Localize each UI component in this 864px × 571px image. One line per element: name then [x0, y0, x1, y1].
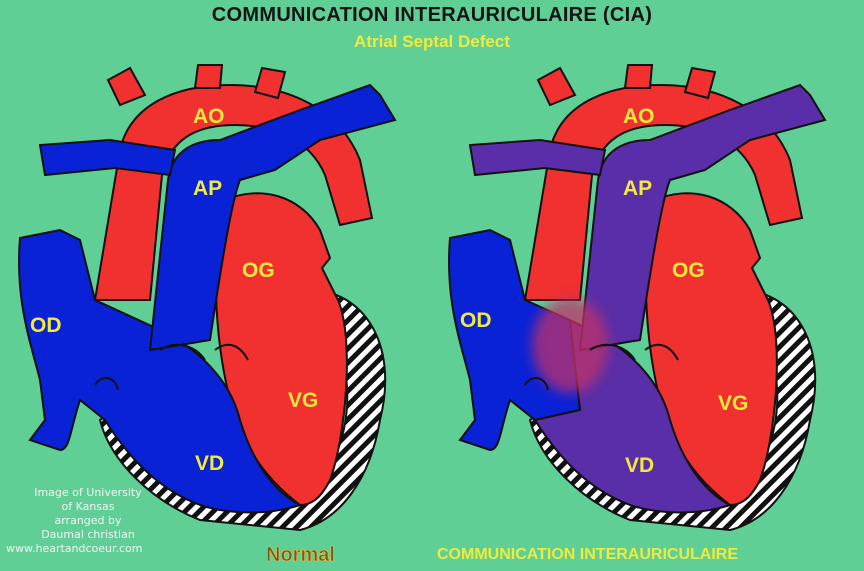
aorta-branch-1 [108, 68, 145, 105]
credit-line: Daumal christian [8, 528, 168, 542]
aorta-branch-1 [538, 68, 575, 105]
label-ao: AO [193, 105, 225, 128]
label-og: OG [242, 259, 275, 282]
page-subtitle: Atrial Septal Defect [0, 32, 864, 52]
label-vd: VD [195, 452, 224, 475]
label-ao: AO [623, 105, 655, 128]
label-vg: VG [718, 392, 748, 415]
page-title: COMMUNICATION INTERAURICULAIRE (CIA) [0, 4, 864, 27]
label-od: OD [30, 314, 62, 337]
label-ap: AP [193, 177, 222, 200]
label-vd: VD [625, 454, 654, 477]
label-ap: AP [623, 177, 652, 200]
aorta-branch-2 [195, 65, 222, 88]
heart-cia: AO AP OG OD VG VD [449, 65, 825, 530]
credit-line: of Kansas [8, 500, 168, 514]
septal-defect-shunt [532, 297, 608, 393]
caption-cia: COMMUNICATION INTERAURICULAIRE [437, 546, 864, 564]
caption-normal: Normal [266, 544, 335, 567]
credit-line: arranged by [8, 514, 168, 528]
label-og: OG [672, 259, 705, 282]
label-vg: VG [288, 389, 318, 412]
aorta-branch-2 [625, 65, 652, 88]
credit-url: www.heartandcoeur.com [6, 542, 168, 556]
image-credit: Image of University of Kansas arranged b… [8, 486, 168, 556]
credit-line: Image of University [8, 486, 168, 500]
heart-normal: AO AP OG OD VG VD [19, 65, 395, 530]
label-od: OD [460, 309, 492, 332]
